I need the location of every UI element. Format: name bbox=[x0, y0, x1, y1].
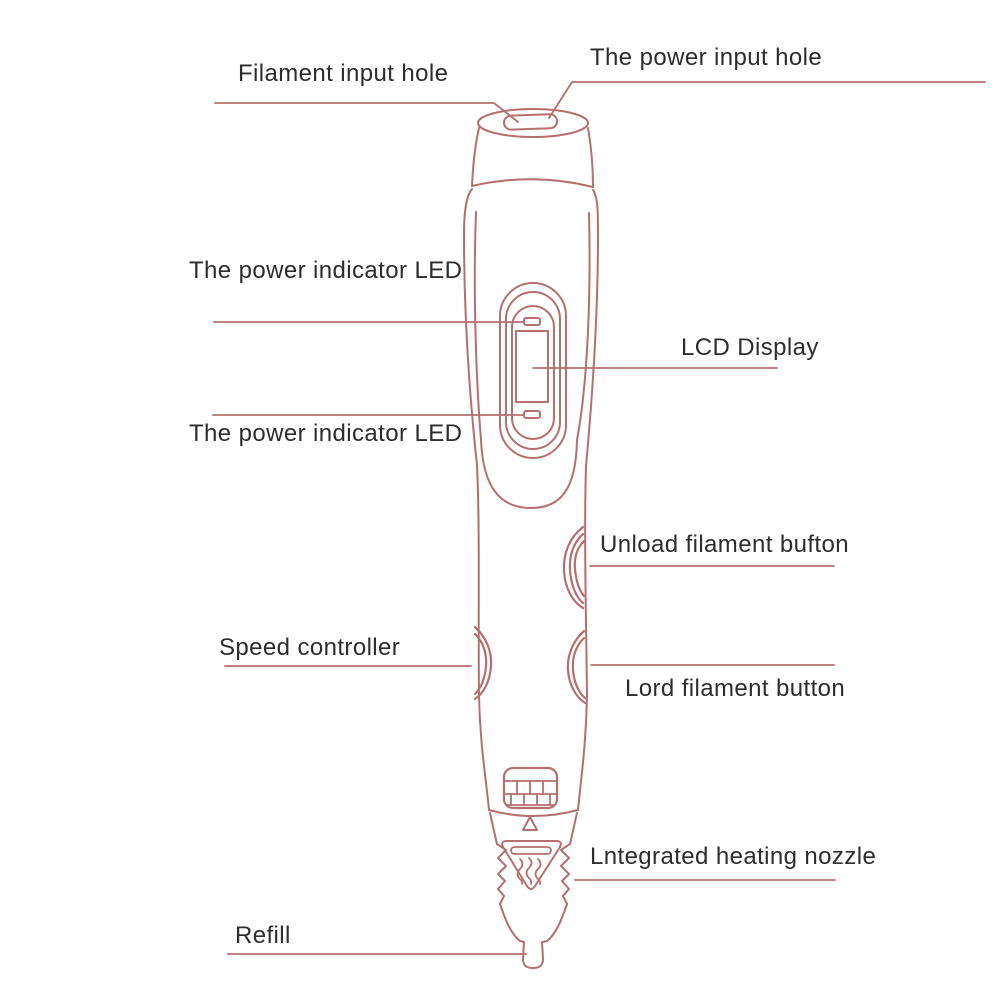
leader-power-input-hole bbox=[548, 81, 986, 119]
heat-wave-2 bbox=[525, 857, 533, 885]
front-panel-bottom-curve bbox=[480, 439, 578, 509]
label-unload-filament-button: Unload filament bufton bbox=[600, 531, 849, 558]
heat-fins-left bbox=[496, 843, 507, 905]
cone-right bbox=[542, 903, 568, 943]
unload-button-outline-2 bbox=[568, 532, 585, 605]
hot-surface-triangle bbox=[501, 840, 562, 890]
label-heating-nozzle: Lntegrated heating nozzle bbox=[590, 843, 877, 870]
display-bezel-outer bbox=[499, 282, 567, 459]
heat-wave-1 bbox=[516, 858, 524, 885]
label-load-filament-button: Lord filament button bbox=[625, 675, 846, 702]
cap-side-left bbox=[471, 127, 480, 187]
nozzle-section bbox=[489, 812, 578, 969]
nozzle-side-left bbox=[489, 812, 498, 845]
body-separation-arc bbox=[488, 809, 579, 817]
label-lcd-display: LCD Display bbox=[681, 334, 819, 361]
load-filament-button-shape bbox=[566, 629, 587, 705]
cone-left bbox=[499, 903, 525, 943]
body-edge-right bbox=[577, 189, 599, 811]
label-filament-input-hole: Filament input hole bbox=[238, 60, 449, 87]
pen-body bbox=[463, 188, 599, 817]
cap-side-right bbox=[587, 127, 594, 188]
hot-surface-bar bbox=[510, 846, 552, 855]
unload-button-outline-3 bbox=[573, 539, 586, 598]
label-power-indicator-led-bottom: The power indicator LED bbox=[189, 420, 463, 447]
pen-cap bbox=[471, 108, 594, 188]
cap-rim bbox=[477, 108, 589, 138]
unload-filament-button-shape bbox=[562, 525, 586, 610]
lcd-screen bbox=[515, 330, 549, 403]
display-bezel-middle bbox=[505, 291, 561, 450]
heat-fins-right bbox=[560, 843, 571, 905]
speed-controller-outline-2 bbox=[473, 632, 488, 696]
load-button-outline-1 bbox=[566, 629, 587, 705]
speed-controller-outline-1 bbox=[473, 625, 493, 701]
filament-input-hole-slot bbox=[503, 113, 558, 131]
refill-nib bbox=[522, 941, 544, 969]
leader-filament-input-hole bbox=[214, 102, 519, 123]
front-panel-right-line bbox=[576, 212, 591, 441]
speed-controller-shape bbox=[473, 625, 493, 701]
ribbed-pad bbox=[502, 766, 559, 810]
label-refill: Refill bbox=[235, 922, 291, 949]
leader-lines bbox=[212, 81, 986, 955]
display-bezel-inner bbox=[511, 305, 555, 440]
cap-bottom-arc bbox=[471, 178, 594, 188]
label-power-indicator-led-top: The power indicator LED bbox=[189, 257, 463, 284]
label-power-input-hole: The power input hole bbox=[590, 44, 823, 71]
unload-button-outline-1 bbox=[562, 525, 585, 610]
body-edge-left bbox=[463, 188, 490, 811]
heat-wave-3 bbox=[534, 858, 542, 885]
front-panel-left-line bbox=[473, 211, 482, 441]
load-button-outline-2 bbox=[571, 636, 587, 700]
buttons bbox=[473, 525, 587, 705]
nozzle-side-right bbox=[569, 812, 578, 845]
power-indicator-led-top-slot bbox=[523, 317, 541, 326]
display-area bbox=[499, 282, 567, 459]
label-speed-controller: Speed controller bbox=[219, 634, 401, 661]
pad-outline bbox=[502, 766, 559, 810]
power-indicator-led-bottom-slot bbox=[523, 410, 541, 419]
nozzle-marker-triangle bbox=[522, 816, 538, 831]
